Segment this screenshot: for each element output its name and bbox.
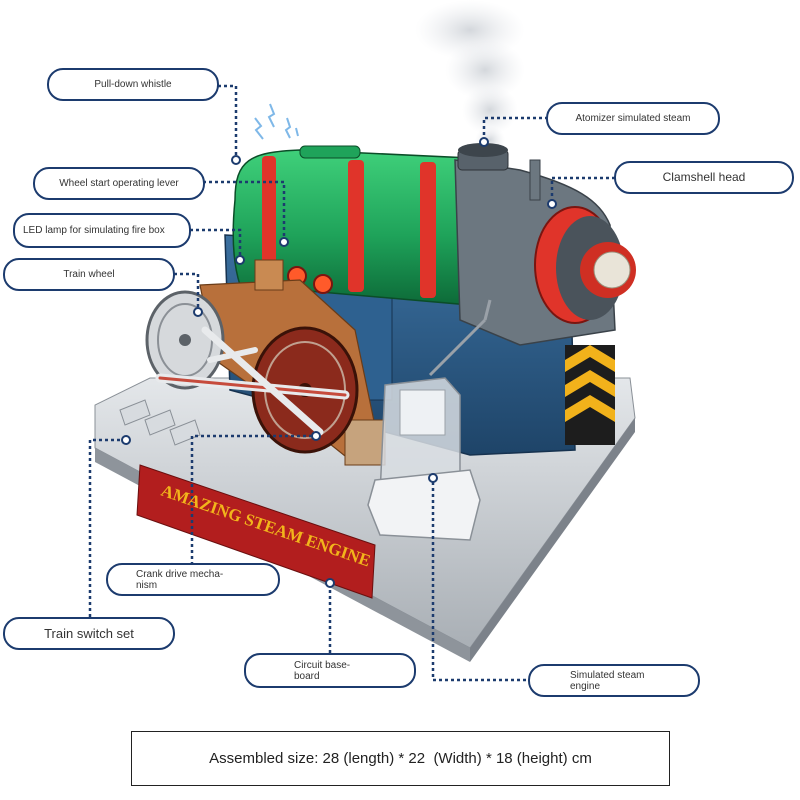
callout-crank-drive: Crank drive mecha-nism	[106, 563, 280, 596]
callout-train-wheel: Train wheel	[3, 258, 175, 291]
train-switch-buttons	[119, 399, 201, 446]
leader-atomizer-steam	[482, 116, 548, 140]
callout-label: Pull-down whistle	[94, 79, 172, 90]
callout-clamshell-head: Clamshell head	[614, 161, 794, 194]
callout-simulated-steam-engine: Simulated steam engine	[528, 664, 700, 697]
hazard-stripes	[565, 345, 615, 445]
leader-led-lamp	[190, 228, 242, 258]
callout-label: Clamshell head	[662, 170, 746, 184]
boiler	[232, 145, 471, 306]
smokebox	[454, 143, 636, 346]
callout-wheel-start-lever: Wheel start operating lever	[33, 167, 205, 200]
callout-label: Train wheel	[63, 269, 115, 280]
callout-label: Circuit base-board	[294, 659, 351, 682]
assembled-size-box: Assembled size: 28 (length) * 22 (Width)…	[131, 731, 670, 786]
callout-circuit-baseboard: Circuit base-board	[244, 653, 416, 688]
steam-module	[367, 299, 492, 541]
assembled-size-text: Assembled size: 28 (length) * 22 (Width)…	[209, 750, 592, 767]
crank-rods	[155, 326, 350, 436]
callout-atomizer-steam: Atomizer simulated steam	[546, 102, 720, 135]
leader-train-wheel	[174, 272, 200, 310]
leader-lines	[88, 84, 615, 682]
callout-label: Wheel start operating lever	[59, 178, 179, 189]
callout-pull-down-whistle: Pull-down whistle	[47, 68, 219, 101]
leader-clamshell-head	[550, 176, 615, 202]
callout-label: Simulated steam engine	[570, 669, 645, 692]
leader-endpoints	[121, 137, 557, 588]
leader-simulated-steam-engine	[431, 480, 556, 682]
callout-label: Train switch set	[44, 625, 134, 641]
callout-label: LED lamp for simulating fire box	[23, 225, 165, 236]
callout-label: Atomizer simulated steam	[575, 113, 691, 124]
steam-plume	[415, 0, 525, 154]
leader-train-switch-set	[88, 438, 124, 617]
leader-wheel-start-lever	[185, 180, 286, 240]
leader-crank-drive	[190, 434, 314, 565]
callout-train-switch-set: Train switch set	[3, 617, 175, 650]
leader-pull-down-whistle	[218, 84, 238, 158]
callout-led-lamp: LED lamp for simulating fire box	[13, 213, 191, 248]
whistle-sound-sparks	[254, 103, 299, 140]
callout-label: Crank drive mecha-nism	[136, 568, 224, 591]
